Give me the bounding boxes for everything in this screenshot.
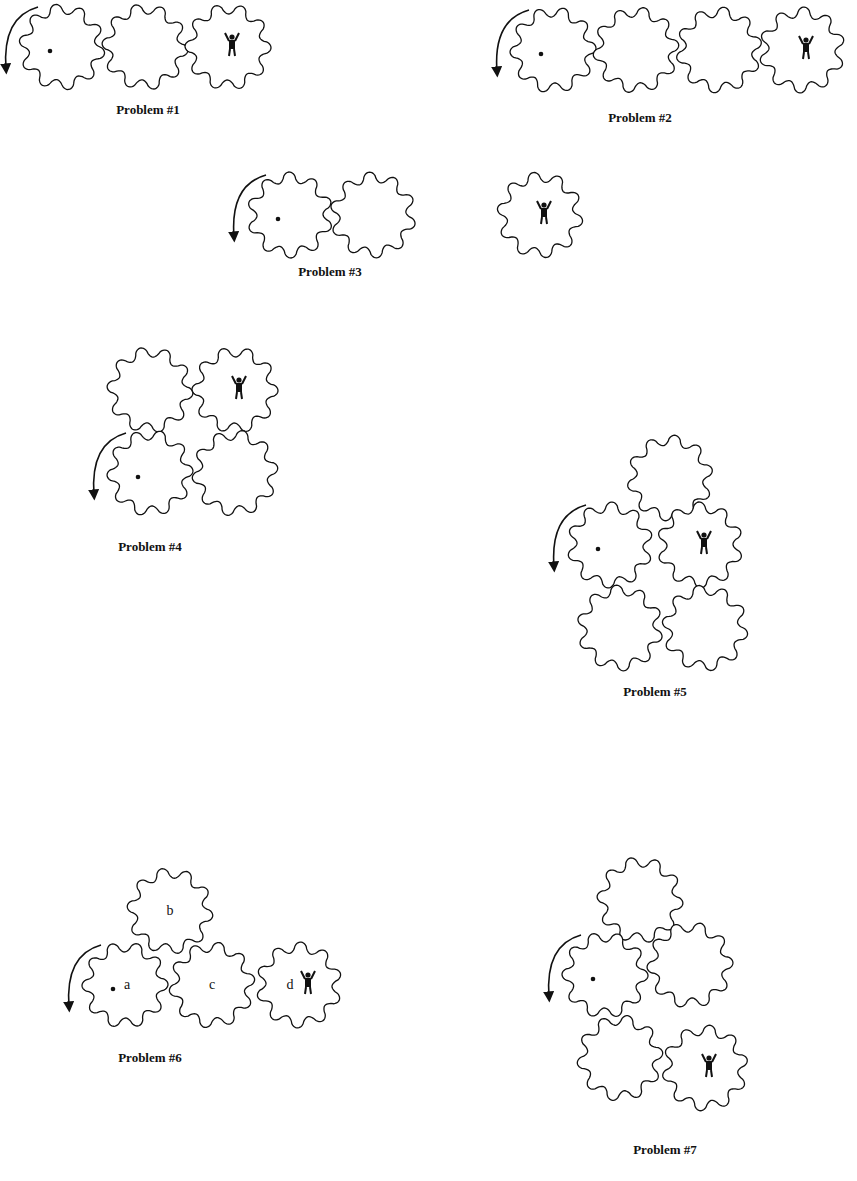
- drive-dot: [276, 217, 281, 222]
- person-icon: [702, 1054, 716, 1077]
- gear: [249, 172, 332, 258]
- person-icon: [225, 33, 239, 56]
- gear: [659, 502, 742, 588]
- gear: [593, 8, 678, 93]
- gear: [663, 1025, 748, 1110]
- gear: [568, 502, 651, 588]
- person-icon: [232, 376, 246, 399]
- gear: [677, 7, 762, 92]
- gear-letter: a: [124, 978, 130, 992]
- rotation-arrow: [6, 7, 38, 69]
- rotation-arrow: [94, 433, 126, 495]
- problem-label: Problem #1: [116, 103, 180, 117]
- rotation-arrow: [554, 505, 586, 567]
- rotation-arrow: [69, 945, 101, 1007]
- problem-label: Problem #4: [118, 540, 182, 554]
- problem-label: Problem #3: [298, 265, 362, 279]
- gear: [192, 349, 278, 432]
- person-icon: [537, 201, 551, 224]
- gear-outline: [253, 939, 345, 1031]
- drive-dot: [539, 52, 544, 57]
- problem-label: Problem #6: [118, 1051, 182, 1065]
- gear: [562, 934, 648, 1017]
- person-icon: [799, 36, 813, 59]
- drive-dot: [591, 977, 596, 982]
- rotation-arrow: [497, 10, 529, 72]
- gear: [497, 173, 582, 258]
- gear-letter: b: [167, 904, 174, 918]
- gear: [185, 6, 271, 89]
- drive-dot: [48, 49, 53, 54]
- gears: [19, 4, 843, 1110]
- gear: [102, 5, 188, 89]
- gear: [331, 172, 415, 258]
- problem-label: Problem #7: [633, 1143, 697, 1157]
- gear: d: [253, 939, 345, 1031]
- gear: [192, 431, 277, 516]
- gear: [760, 7, 843, 93]
- person-icon: [301, 971, 315, 994]
- gear: b: [124, 865, 216, 957]
- gear: a: [79, 939, 171, 1031]
- problem-label: Problem #5: [623, 685, 687, 699]
- rotation-arrow: [549, 935, 581, 997]
- gear: [578, 585, 662, 671]
- problem-label: Problem #2: [608, 111, 672, 125]
- drive-dot: [111, 987, 116, 992]
- gear-letter: d: [287, 978, 294, 992]
- gear: [577, 1016, 662, 1101]
- gear: [19, 4, 104, 89]
- gear: [107, 348, 193, 432]
- rotation-arrow: [234, 175, 266, 237]
- gear-letter: c: [209, 978, 215, 992]
- drive-dot: [136, 475, 141, 480]
- gear: [510, 8, 596, 91]
- drive-dot: [596, 547, 601, 552]
- gear: c: [166, 939, 258, 1031]
- person-icon: [697, 531, 711, 554]
- gear: [662, 586, 747, 671]
- gear: [647, 923, 733, 1006]
- gear: [597, 858, 683, 942]
- gear: [107, 431, 193, 514]
